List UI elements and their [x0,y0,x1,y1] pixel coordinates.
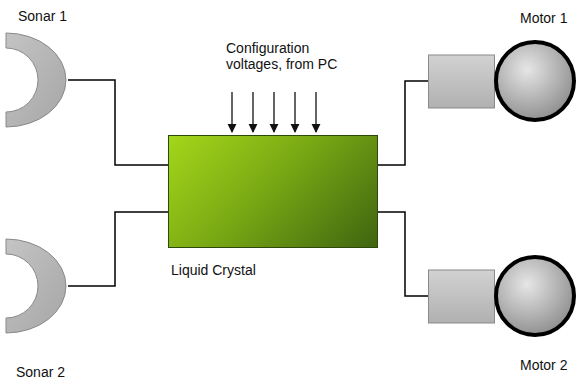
config-label: Configuration voltages, from PC [226,40,358,72]
motor-shape [428,38,578,124]
signal-wire [68,212,168,286]
sonar-shape [4,238,68,334]
signal-wire [378,212,428,296]
motor-node: Motor 1 [428,38,578,124]
motor-shape [428,253,578,339]
sonar-label: Sonar 1 [18,8,67,24]
signal-wire [378,81,428,165]
motor-label: Motor 2 [520,357,567,373]
liquid-crystal-node: Liquid Crystal [168,135,378,248]
liquid-crystal-label: Liquid Crystal [171,262,256,278]
signal-wire [68,80,168,165]
sonar-node: Sonar 2 [4,238,68,334]
sonar-node: Sonar 1 [4,32,68,128]
voltage-arrow [232,92,316,132]
sonar-shape [4,32,68,128]
sonar-label: Sonar 2 [16,364,65,380]
motor-node: Motor 2 [428,253,578,339]
motor-label: Motor 1 [520,10,567,26]
